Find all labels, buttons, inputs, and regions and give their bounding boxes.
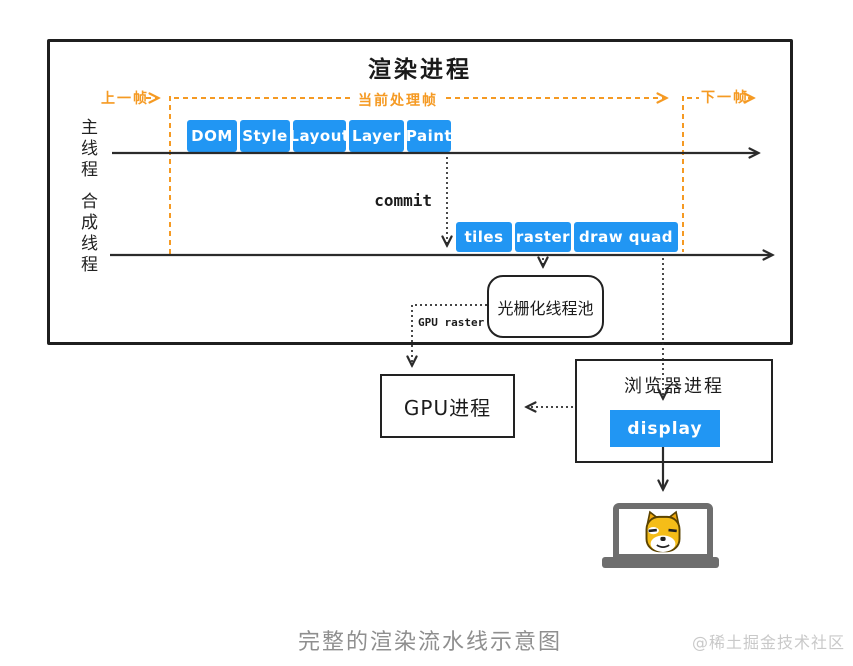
raster-thread-pool-box: 光栅化线程池 <box>487 275 604 338</box>
laptop-icon <box>613 503 713 560</box>
stage-paint: Paint <box>406 120 452 152</box>
stage-raster: raster <box>515 222 571 252</box>
browser-process-box: 浏览器进程 display <box>575 359 773 463</box>
stage-draw-quad: draw quad <box>574 222 678 252</box>
doge-icon <box>645 510 681 552</box>
next-frame-label: 下一帧 <box>701 90 749 106</box>
gpu-raster-label: GPU raster <box>418 316 485 329</box>
browser-process-label: 浏览器进程 <box>624 376 724 397</box>
gpu-process-label: GPU进程 <box>403 395 492 420</box>
commit-label: commit <box>374 191 432 210</box>
stage-layout: Layout <box>289 120 349 152</box>
main-thread-label: 主线程 <box>77 118 97 181</box>
diagram-title: 渲染进程 <box>368 57 472 83</box>
previous-frame-label: 上一帧 <box>101 91 149 107</box>
stage-tiles: tiles <box>456 222 512 252</box>
watermark: @稀土掘金技术社区 <box>691 633 845 652</box>
stage-layer: Layer <box>349 120 404 152</box>
gpu-process-box: GPU进程 <box>380 374 515 438</box>
stage-style: Style <box>240 120 290 152</box>
current-frame-label: 当前处理帧 <box>352 90 444 110</box>
display-button: display <box>610 410 720 447</box>
raster-thread-pool-label: 光栅化线程池 <box>497 298 594 318</box>
stage-dom: DOM <box>187 120 237 152</box>
caption: 完整的渲染流水线示意图 <box>297 630 562 655</box>
compositor-thread-label: 合成线程 <box>77 192 97 276</box>
laptop-base <box>602 557 719 568</box>
